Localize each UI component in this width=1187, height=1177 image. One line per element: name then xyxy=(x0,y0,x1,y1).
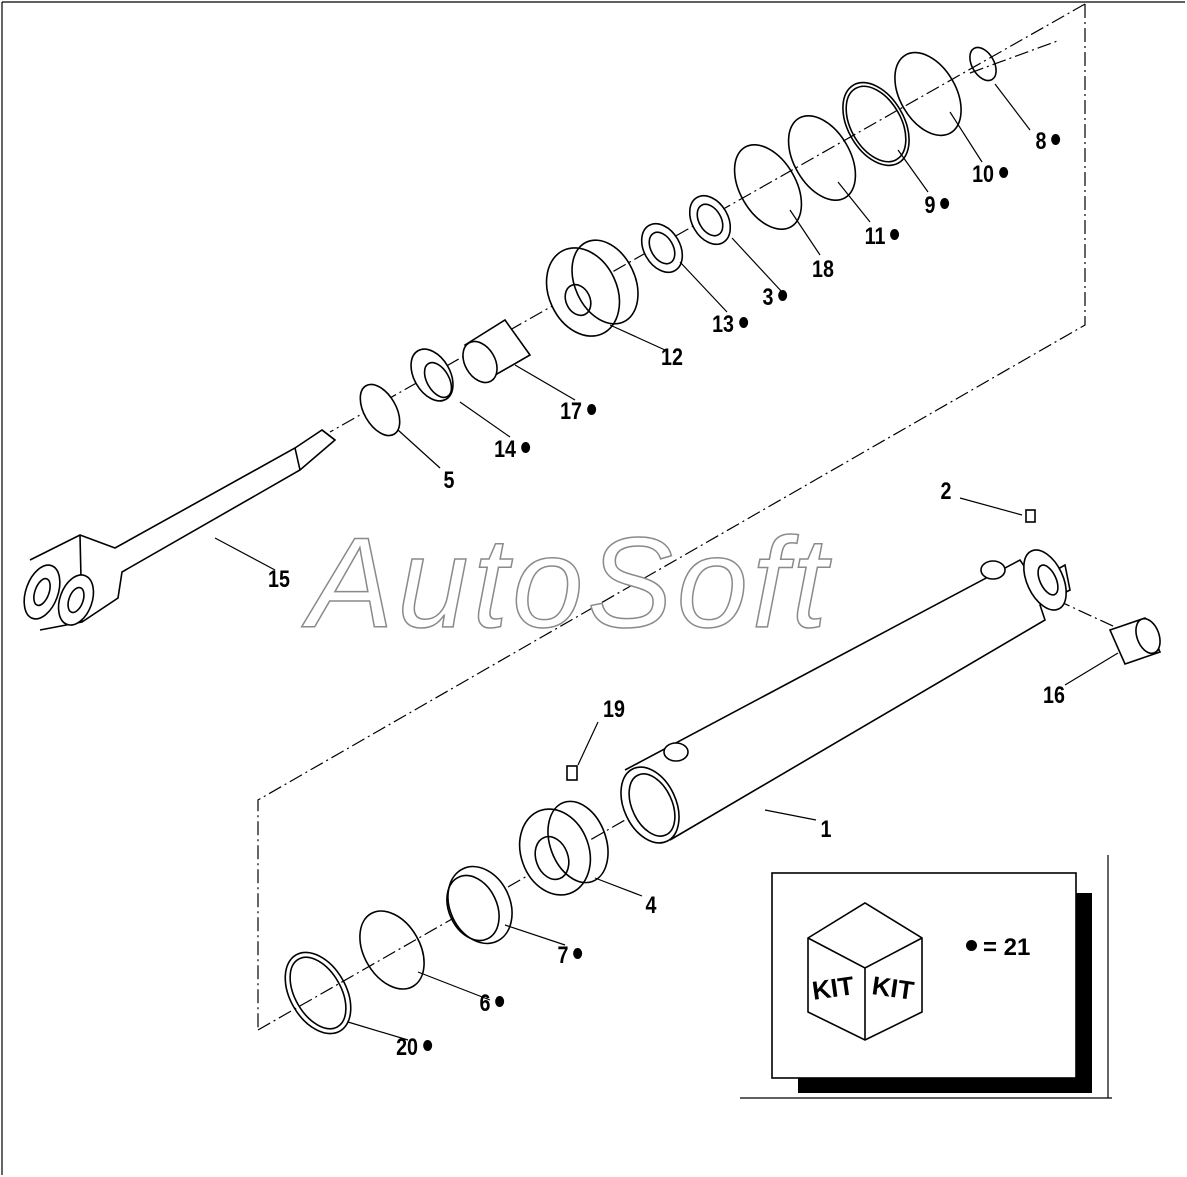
ring-18-shape xyxy=(733,143,803,231)
gland-head-shape xyxy=(518,800,609,896)
kit-dot-icon xyxy=(1051,134,1061,146)
leader-lines xyxy=(214,83,1119,1041)
ring-11-shape xyxy=(787,114,857,202)
cylinder-barrel-shape xyxy=(620,549,1071,844)
kit-dot-icon xyxy=(966,940,977,952)
callout-11: 11 xyxy=(865,225,900,249)
kit-dot-icon xyxy=(586,404,596,416)
bushing-16-shape xyxy=(1108,617,1162,665)
callout-18: 18 xyxy=(812,256,834,283)
callout-13: 13 xyxy=(712,313,748,337)
ring-7-shape xyxy=(447,865,513,945)
callout-16: 16 xyxy=(1043,682,1065,709)
ring-6-shape xyxy=(359,910,425,990)
ring-20-shape xyxy=(284,951,352,1035)
kit-dot-icon xyxy=(738,317,748,329)
wear-ring-14-shape xyxy=(410,348,454,402)
callout-7: 7 xyxy=(558,944,583,968)
callout-8: 8 xyxy=(1036,130,1061,154)
ring-9-shape xyxy=(842,81,910,167)
wear-ring-13-shape xyxy=(640,222,684,274)
kit-legend-text: = 21 xyxy=(966,934,1030,962)
piston-rod-shape xyxy=(23,429,337,631)
grease-fitting-shape xyxy=(1025,509,1036,523)
callout-6: 6 xyxy=(480,992,505,1016)
wear-ring-3-shape xyxy=(688,194,732,246)
ring-10-shape xyxy=(894,51,962,137)
callout-9: 9 xyxy=(925,194,950,218)
kit-legend-value: = 21 xyxy=(983,934,1031,961)
kit-dot-icon xyxy=(422,1040,432,1052)
callout-4: 4 xyxy=(645,892,657,919)
kit-dot-icon xyxy=(495,996,505,1008)
kit-face-left-label: KIT xyxy=(810,970,856,1006)
kit-dot-icon xyxy=(520,442,530,454)
kit-dot-icon xyxy=(998,167,1008,179)
callout-20: 20 xyxy=(396,1036,432,1060)
retaining-ring-shape xyxy=(359,383,401,437)
kit-dot-icon xyxy=(778,290,788,302)
callout-1: 1 xyxy=(820,816,832,843)
callout-2: 2 xyxy=(940,478,952,505)
set-screw-shape xyxy=(566,765,578,781)
kit-dot-icon xyxy=(573,948,583,960)
callout-10: 10 xyxy=(972,163,1008,187)
callout-19: 19 xyxy=(603,696,625,723)
piston-12-shape xyxy=(545,239,639,337)
callout-12: 12 xyxy=(661,344,683,371)
watermark-text: AutoSoft xyxy=(307,512,831,655)
bushing-17-shape xyxy=(462,318,532,384)
kit-dot-icon xyxy=(940,198,950,210)
callout-14: 14 xyxy=(494,438,530,462)
kit-face-right-label: KIT xyxy=(870,970,916,1006)
callout-5: 5 xyxy=(443,467,455,494)
callout-15: 15 xyxy=(268,566,290,593)
ring-8-shape xyxy=(969,46,997,82)
kit-dot-icon xyxy=(890,229,900,241)
kit-legend-box xyxy=(740,855,1112,1099)
callout-17: 17 xyxy=(560,400,596,424)
callout-3: 3 xyxy=(763,286,788,310)
